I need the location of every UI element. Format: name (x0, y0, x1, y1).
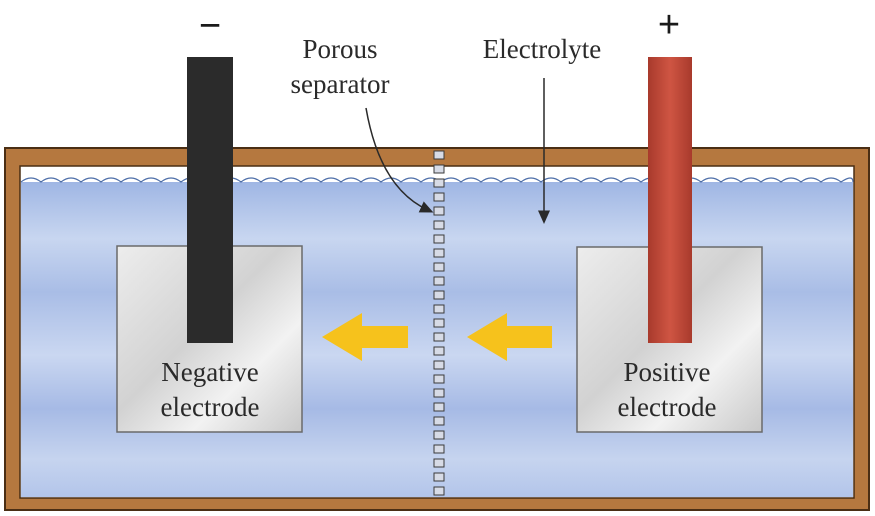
separator-pore (433, 276, 445, 286)
separator-pore (433, 248, 445, 258)
positive-electrode-label-line1: Positive (623, 357, 710, 387)
separator-pore (433, 304, 445, 314)
separator-pore (433, 486, 445, 496)
negative-terminal-symbol: − (199, 5, 221, 47)
positive-terminal (648, 57, 692, 343)
separator-pore (433, 234, 445, 244)
separator-pore (433, 206, 445, 216)
separator-pore (433, 192, 445, 202)
separator-pore (433, 178, 445, 188)
negative-electrode: Negative electrode (116, 57, 303, 433)
separator-pore (433, 318, 445, 328)
separator-leader-line (365, 107, 434, 213)
electrolyte-label: Electrolyte (483, 34, 601, 64)
separator-pore (433, 472, 445, 482)
left-arrow-icon (467, 313, 552, 361)
separator-pore (433, 374, 445, 384)
porous-separator-label-line2: separator (291, 69, 390, 99)
positive-terminal-symbol: + (658, 4, 680, 46)
separator-pore (433, 164, 445, 174)
negative-electrode-label-line1: Negative (161, 357, 258, 387)
separator-pore (433, 346, 445, 356)
separator-pore (433, 332, 445, 342)
positive-electrode-label-line2: electrode (618, 392, 717, 422)
separator-pore (433, 416, 445, 426)
separator-pore (433, 360, 445, 370)
positive-electrode: Positive electrode (576, 57, 763, 433)
negative-terminal (187, 57, 233, 343)
separator-pore (433, 444, 445, 454)
negative-electrode-label-line2: electrode (161, 392, 260, 422)
separator-pore (433, 402, 445, 412)
separator-pore (433, 290, 445, 300)
porous-separator-label-line1: Porous (302, 34, 377, 64)
porous-separator (433, 150, 445, 496)
separator-pore (433, 458, 445, 468)
separator-pore (433, 150, 445, 160)
left-arrow-icon (322, 313, 408, 361)
separator-pore (433, 430, 445, 440)
separator-pore (433, 220, 445, 230)
separator-pore (433, 388, 445, 398)
separator-pore (433, 262, 445, 272)
